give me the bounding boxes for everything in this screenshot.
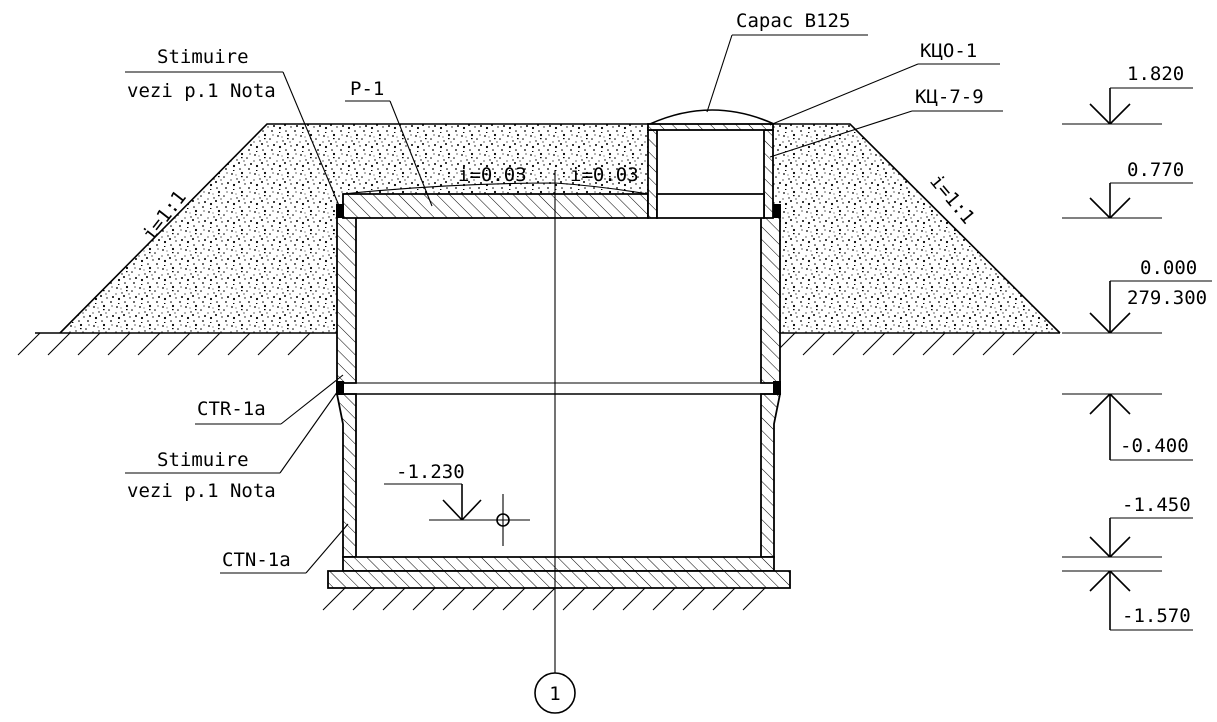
leader-kc bbox=[769, 110, 913, 158]
neck-to-slab bbox=[656, 193, 765, 219]
label-slab: P-1 bbox=[350, 78, 384, 100]
upper-ring-left-wall bbox=[336, 205, 357, 384]
slab-p1 bbox=[342, 193, 649, 219]
lower-ring-left-wall bbox=[335, 393, 357, 558]
section-marker-circle bbox=[534, 672, 576, 714]
elevation-marker-inner: -1.230 bbox=[384, 461, 483, 521]
base-floor bbox=[342, 556, 775, 572]
elevation-0770: 0.770 bbox=[1127, 159, 1184, 181]
seal-mark bbox=[773, 381, 781, 395]
leader-kco bbox=[769, 63, 919, 126]
neck-ring-left-wall bbox=[647, 129, 658, 219]
lower-ring-right-wall bbox=[760, 393, 782, 558]
elevation-0000: 0.000 bbox=[1140, 257, 1197, 279]
elevation-minus0400: -0.400 bbox=[1120, 435, 1189, 457]
ground-hatch bbox=[17, 332, 1036, 611]
label-seal-bottom-line1: Stimuire bbox=[157, 449, 249, 471]
elevation-minus1570: -1.570 bbox=[1122, 605, 1191, 627]
elevation-marker-minus1450: -1.450 bbox=[1062, 494, 1193, 558]
section-marker-label: 1 bbox=[549, 683, 560, 705]
elevation-marker-minus0400: -0.400 bbox=[1062, 393, 1193, 461]
leader-seal-bottom bbox=[279, 387, 341, 474]
label-grade-right: i=0.03 bbox=[570, 164, 639, 186]
elevation-1820: 1.820 bbox=[1127, 63, 1184, 85]
seal-mark bbox=[336, 204, 344, 218]
backfill-left bbox=[60, 124, 345, 333]
upper-ring-right-wall bbox=[760, 205, 781, 384]
label-kco: КЦО-1 bbox=[920, 40, 977, 62]
label-ctn: CTN-1a bbox=[222, 549, 291, 571]
label-seal-top-line2: vezi p.1 Nota bbox=[127, 80, 276, 102]
leader-slab bbox=[389, 100, 433, 207]
label-ctr: CTR-1a bbox=[197, 398, 266, 420]
label-seal-bottom-line2: vezi p.1 Nota bbox=[127, 480, 276, 502]
support-ring-kco bbox=[647, 123, 774, 131]
base-plate bbox=[327, 570, 791, 589]
elevation-marker-0770: 0.770 bbox=[1062, 159, 1193, 219]
seal-mark bbox=[773, 204, 781, 218]
elevation-marker-0000: 0.000 279.300 bbox=[1062, 257, 1212, 334]
elevation-marker-1820: 1.820 bbox=[1062, 63, 1193, 125]
elevation-minus1450: -1.450 bbox=[1122, 494, 1191, 516]
label-cover: Capac B125 bbox=[736, 10, 850, 32]
label-kc: КЦ-7-9 bbox=[915, 86, 984, 108]
elevation-absolute: 279.300 bbox=[1127, 287, 1207, 309]
elevation-inner-bottom: -1.230 bbox=[396, 461, 465, 483]
leader-ctn bbox=[305, 523, 349, 574]
backfill-outline bbox=[59, 123, 1061, 334]
label-grade-left: i=0.03 bbox=[458, 164, 527, 186]
leader-seal-top bbox=[282, 71, 341, 209]
label-seal-top-line1: Stimuire bbox=[157, 46, 249, 68]
leader-ctr bbox=[280, 374, 344, 425]
slab-grade-surface bbox=[342, 182, 649, 195]
elevation-marker-minus1570: -1.570 bbox=[1062, 570, 1193, 631]
neck-ring-right-wall bbox=[763, 129, 774, 219]
cover-dome bbox=[649, 109, 775, 125]
leader-cover bbox=[706, 34, 733, 113]
backfill-right bbox=[772, 124, 1060, 333]
